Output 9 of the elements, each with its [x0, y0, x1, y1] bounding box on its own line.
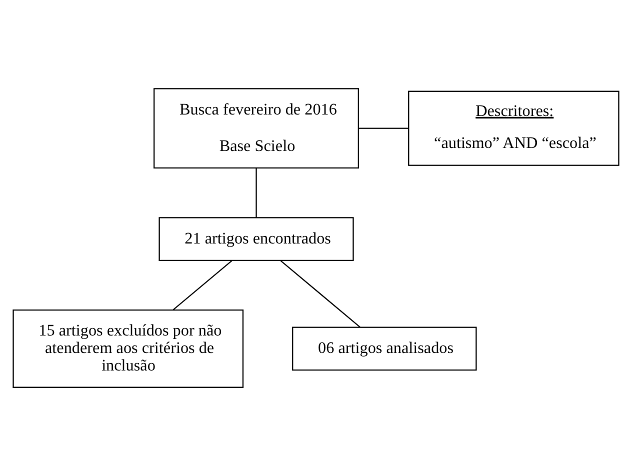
node-box: 15 artigos excluídos por não atenderem aos critérios de inclusão — [12, 308, 244, 388]
connector — [358, 127, 408, 128]
node-box: Busca fevereiro de 2016 Base Scielo — [154, 88, 359, 168]
node-box: Descritores: “autismo” AND “escola” — [408, 90, 620, 166]
node-box: 06 artigos analisados — [292, 326, 477, 370]
connector — [256, 168, 257, 217]
node-box: 21 artigos encontrados — [158, 216, 354, 260]
connector — [172, 260, 232, 310]
connector — [280, 260, 360, 328]
